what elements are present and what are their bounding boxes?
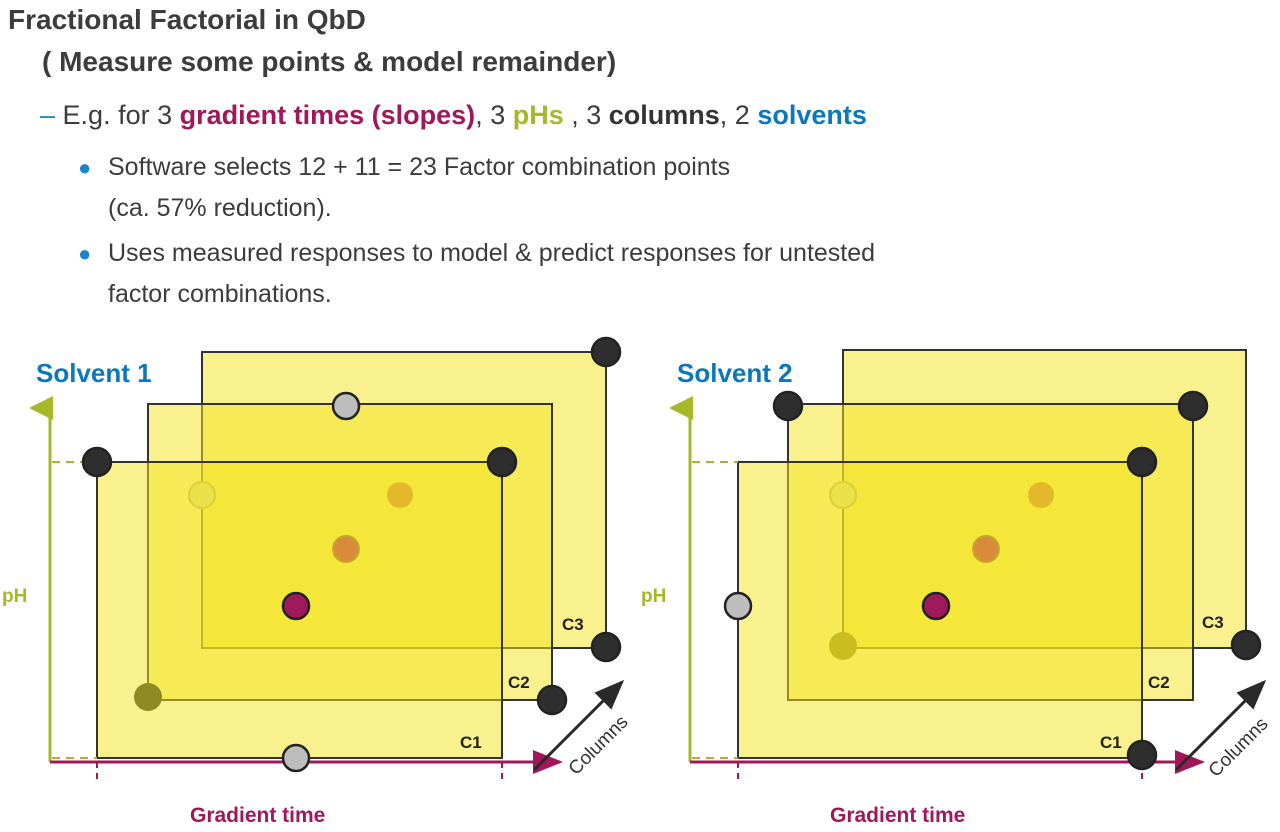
slide-subtitle: ( Measure some points & model remainder) bbox=[42, 46, 617, 77]
faded-point bbox=[188, 481, 216, 509]
measured-point bbox=[590, 336, 622, 368]
measured-point bbox=[81, 446, 113, 478]
plane-label: C3 bbox=[1202, 613, 1224, 632]
measured-point bbox=[1126, 739, 1158, 771]
measured-point bbox=[536, 684, 568, 716]
bullet-icon: ● bbox=[78, 241, 92, 266]
columns-axis-label: Columns bbox=[1205, 714, 1273, 782]
bullet-text: Software selects 12 + 11 = 23 Factor com… bbox=[108, 153, 731, 181]
solvent-1-diagram: Solvent 1 C1 C2 C3 pH Gradient time Colu… bbox=[2, 336, 633, 827]
midpoint bbox=[723, 591, 753, 621]
solvents-term: solvents bbox=[757, 100, 867, 130]
faded-point bbox=[829, 481, 857, 509]
sep: , 2 bbox=[719, 100, 758, 130]
faded-point bbox=[829, 632, 857, 660]
sep: , 3 bbox=[475, 100, 513, 130]
center-point bbox=[921, 591, 951, 621]
plane-label: C2 bbox=[508, 673, 530, 692]
plane-label: C3 bbox=[562, 615, 584, 634]
columns-arrow bbox=[532, 679, 625, 772]
gradient-term: gradient times (slopes) bbox=[179, 100, 476, 130]
measured-point bbox=[772, 390, 804, 422]
faded-point bbox=[134, 683, 162, 711]
ph-term: pHs bbox=[512, 100, 564, 130]
solvent-label: Solvent 2 bbox=[677, 358, 793, 388]
bullet-text: factor combinations. bbox=[108, 280, 332, 308]
points bbox=[723, 390, 1262, 771]
solvent-2-diagram: Solvent 2 C1 C2 C3 pH Gradient time Colu… bbox=[641, 349, 1273, 827]
faded-point bbox=[387, 482, 413, 508]
bullet-text: (ca. 57% reduction). bbox=[108, 194, 332, 222]
faded-point bbox=[1028, 482, 1054, 508]
plane-label: C1 bbox=[1100, 733, 1122, 752]
measured-point bbox=[1230, 629, 1262, 661]
center-point bbox=[281, 591, 311, 621]
measured-point bbox=[1177, 390, 1209, 422]
plane-label: C1 bbox=[460, 733, 482, 752]
points bbox=[81, 336, 622, 773]
plane-label: C2 bbox=[1148, 673, 1170, 692]
solvent-label: Solvent 1 bbox=[36, 358, 152, 388]
bullet-text: Uses measured responses to model & predi… bbox=[108, 239, 876, 267]
midpoint bbox=[281, 743, 311, 773]
slide-title: Fractional Factorial in QbD bbox=[8, 4, 366, 35]
columns-arrow bbox=[1174, 679, 1267, 772]
faded-point bbox=[972, 535, 1000, 563]
gradient-axis-label: Gradient time bbox=[830, 804, 965, 827]
gradient-axis-label: Gradient time bbox=[190, 804, 325, 827]
bullet-icon: ● bbox=[78, 155, 92, 180]
midpoint bbox=[331, 391, 361, 421]
measured-point bbox=[486, 446, 518, 478]
measured-point bbox=[590, 631, 622, 663]
example-prefix: E.g. for 3 bbox=[62, 100, 180, 130]
columns-term: columns bbox=[608, 100, 720, 130]
sep: , 3 bbox=[563, 100, 609, 130]
measured-point bbox=[1126, 446, 1158, 478]
dash-marker: – bbox=[40, 100, 56, 130]
faded-point bbox=[332, 535, 360, 563]
example-line: – E.g. for 3 gradient times (slopes), 3 … bbox=[40, 100, 867, 131]
ph-axis-label: pH bbox=[2, 586, 27, 607]
columns-axis-label: Columns bbox=[565, 712, 633, 780]
ph-axis-label: pH bbox=[641, 586, 666, 607]
